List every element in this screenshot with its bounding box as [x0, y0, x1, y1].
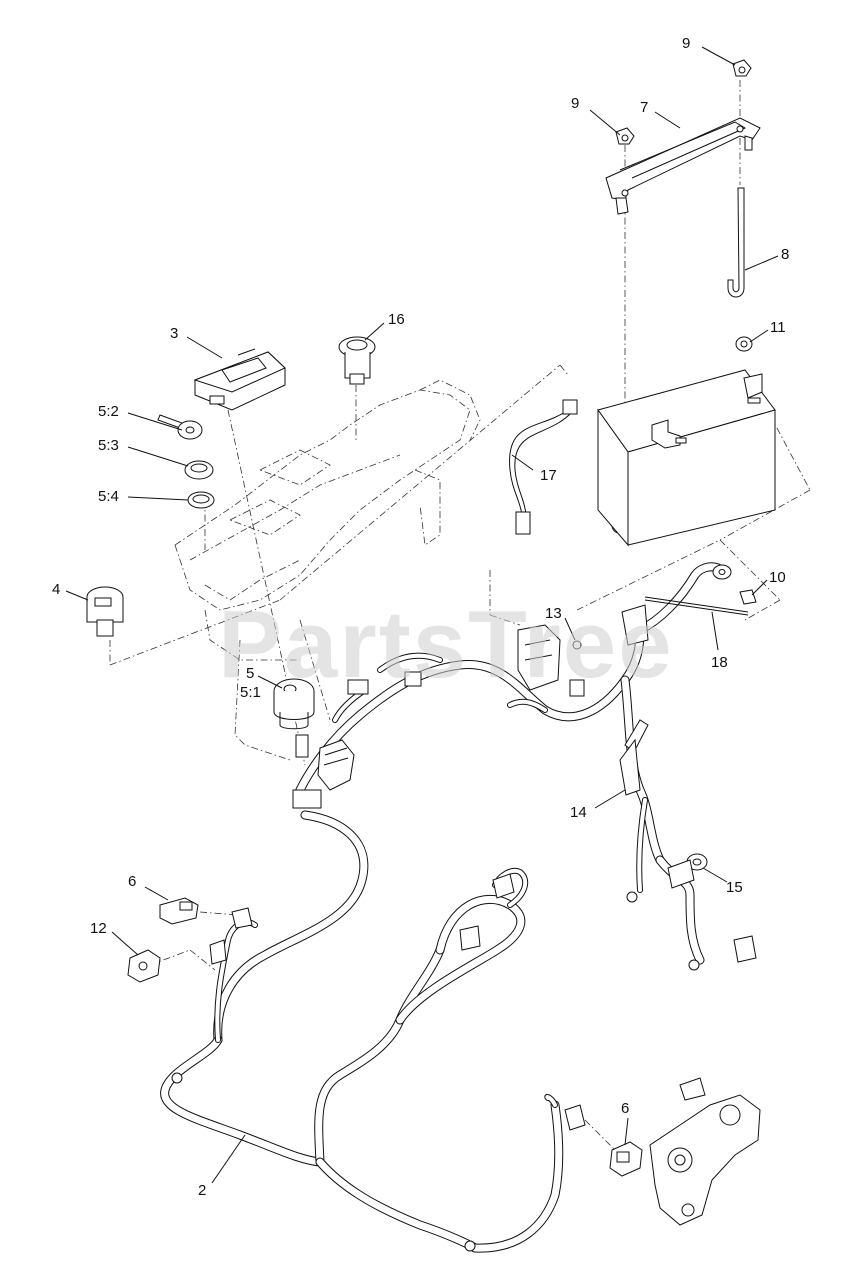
callout-11: 11 — [770, 319, 786, 336]
callout-13: 13 — [545, 605, 562, 622]
seat-switch — [86, 586, 124, 637]
ignition-switch — [273, 678, 315, 730]
callout-17: 17 — [540, 467, 557, 484]
callout-9-lower: 9 — [571, 95, 580, 112]
ignition-washer — [187, 491, 215, 509]
hour-meter — [193, 348, 286, 411]
main-wire-harness — [160, 810, 564, 1253]
leader-lines — [65, 46, 779, 1184]
battery-hold-down-bracket — [605, 117, 761, 215]
callout-15: 15 — [726, 879, 743, 896]
callout-8: 8 — [781, 246, 790, 263]
power-outlet — [338, 336, 376, 385]
chassis-frame-outline — [174, 379, 481, 761]
callout-4: 4 — [52, 581, 61, 598]
callout-3: 3 — [170, 325, 179, 342]
battery-cable-terminal — [644, 564, 757, 616]
callout-14: 14 — [570, 804, 587, 821]
washer-11 — [735, 336, 753, 352]
interlock-switch-6b — [609, 1141, 643, 1177]
callout-5: 5 — [246, 665, 255, 682]
callout-6-lower: 6 — [621, 1100, 630, 1117]
callout-2: 2 — [198, 1182, 207, 1199]
callout-5-3: 5:3 — [98, 437, 119, 454]
callout-5-2: 5:2 — [98, 403, 119, 420]
callout-9-upper: 9 — [682, 35, 691, 52]
callout-12: 12 — [90, 920, 107, 937]
upper-wire-harness — [295, 562, 723, 965]
relay-lead — [509, 399, 578, 535]
harness-clip — [619, 719, 649, 796]
interlock-switch-12 — [127, 949, 161, 983]
interlock-switch-6a — [159, 897, 199, 925]
ground-ring-terminal — [667, 853, 708, 889]
callout-5-4: 5:4 — [98, 488, 119, 505]
ignition-nut — [184, 460, 214, 480]
ignition-key — [157, 414, 203, 440]
callout-10: 10 — [769, 569, 786, 586]
watermark: PartsTree — [218, 591, 674, 698]
alignment-lines — [109, 80, 811, 1156]
pedal-bracket — [649, 1077, 761, 1226]
wing-nut-9a — [732, 59, 752, 77]
battery — [597, 369, 776, 547]
relay — [572, 640, 582, 650]
harness-connectors — [171, 604, 757, 1252]
callout-18: 18 — [711, 654, 728, 671]
callout-16: 16 — [388, 311, 405, 328]
j-bolt — [727, 187, 745, 298]
wing-nut-9b — [615, 127, 635, 145]
callout-5-1: 5:1 — [240, 684, 261, 701]
callout-7: 7 — [640, 99, 649, 116]
callout-6-upper: 6 — [128, 873, 137, 890]
